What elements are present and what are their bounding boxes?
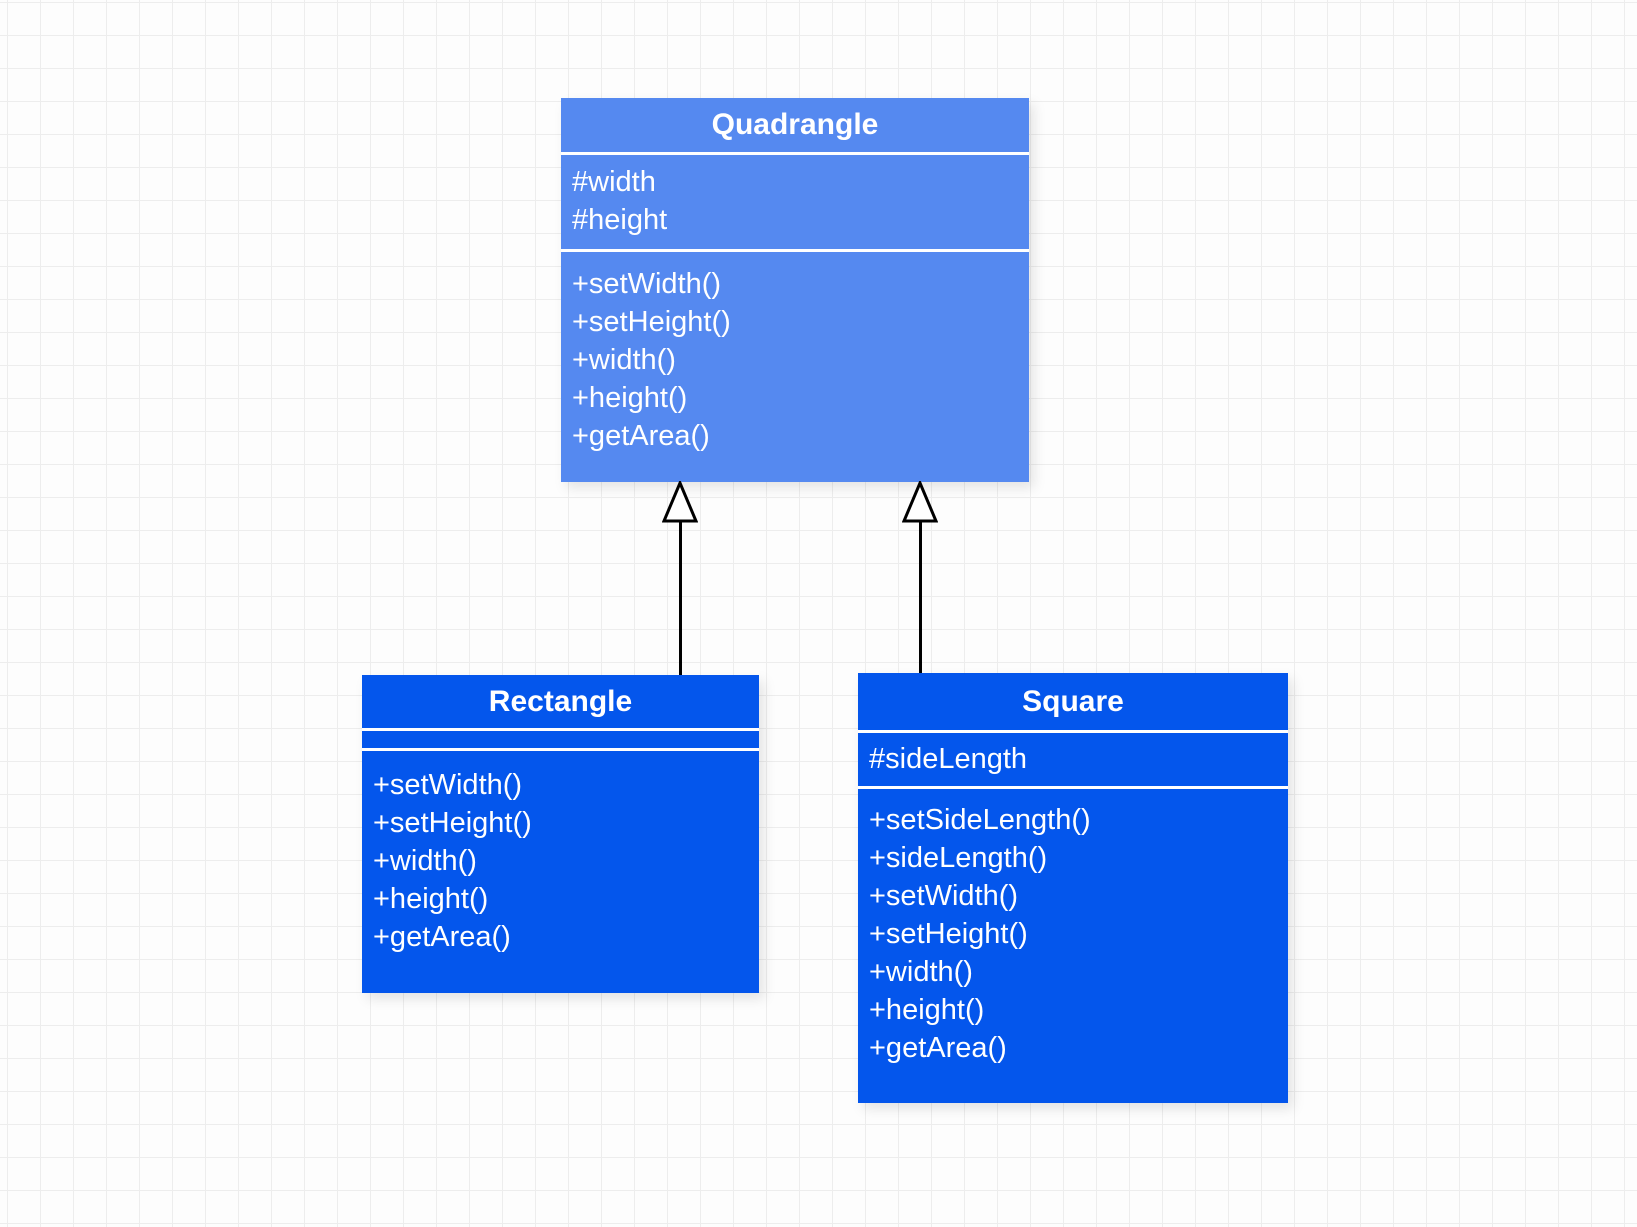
method: +height()	[373, 883, 489, 915]
generalization-edge-rectangle-to-quadrangle[interactable]	[679, 521, 682, 675]
attributes-compartment: #sideLength	[858, 733, 1288, 786]
method: +setHeight()	[572, 306, 731, 338]
method: +setHeight()	[373, 807, 532, 839]
method: +width()	[869, 956, 973, 988]
compartment-divider	[561, 249, 1029, 252]
method: +width()	[572, 344, 676, 376]
method: +getArea()	[869, 1032, 1007, 1064]
method: +height()	[572, 382, 688, 414]
method: +getArea()	[572, 420, 710, 452]
method: +setHeight()	[869, 918, 1028, 950]
compartment-divider	[858, 730, 1288, 733]
method: +setWidth()	[572, 268, 722, 300]
attribute: #sideLength	[869, 743, 1028, 775]
methods-compartment: +setWidth() +setHeight() +width() +heigh…	[561, 252, 1029, 482]
compartment-divider	[858, 786, 1288, 789]
methods-compartment: +setWidth() +setHeight() +width() +heigh…	[362, 751, 759, 993]
attribute: #height	[572, 204, 668, 236]
inheritance-arrowhead-icon	[662, 481, 698, 523]
method: +setSideLength()	[869, 804, 1091, 836]
method: +width()	[373, 845, 477, 877]
uml-class-rectangle[interactable]: Rectangle +setWidth() +setHeight() +widt…	[362, 675, 759, 993]
generalization-edge-square-to-quadrangle[interactable]	[919, 521, 922, 673]
compartment-divider	[362, 728, 759, 731]
methods-compartment: +setSideLength() +sideLength() +setWidth…	[858, 789, 1288, 1103]
uml-class-quadrangle[interactable]: Quadrangle #width #height +setWidth() +s…	[561, 98, 1029, 482]
method: +sideLength()	[869, 842, 1048, 874]
class-title: Rectangle	[488, 684, 633, 718]
method: +setWidth()	[869, 880, 1019, 912]
method: +setWidth()	[373, 769, 523, 801]
method: +getArea()	[373, 921, 511, 953]
method: +height()	[869, 994, 985, 1026]
compartment-divider	[561, 152, 1029, 155]
compartment-divider	[362, 748, 759, 751]
class-title: Square	[1022, 684, 1124, 718]
class-title: Quadrangle	[711, 108, 879, 141]
attributes-compartment-empty	[362, 731, 759, 748]
attributes-compartment: #width #height	[561, 155, 1029, 249]
attribute: #width	[572, 166, 656, 198]
uml-class-square[interactable]: Square #sideLength +setSideLength() +sid…	[858, 673, 1288, 1103]
inheritance-arrowhead-icon	[902, 481, 938, 523]
